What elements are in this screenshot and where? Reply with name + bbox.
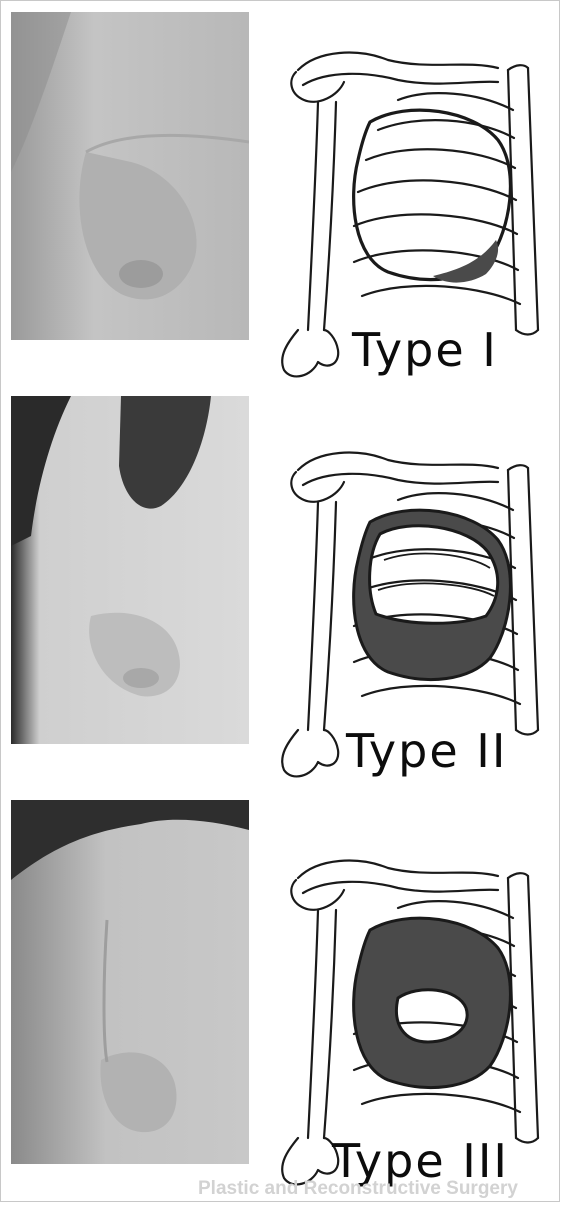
patient-photo-type-1 xyxy=(11,12,249,340)
patient-photo-type-2 xyxy=(11,396,249,744)
watermark: Plastic and Reconstructive Surgery xyxy=(198,1178,560,1200)
patient-photo-type-3 xyxy=(11,800,249,1164)
type-label-2: Type II xyxy=(346,724,507,778)
type-label-1: Type I xyxy=(352,323,498,377)
